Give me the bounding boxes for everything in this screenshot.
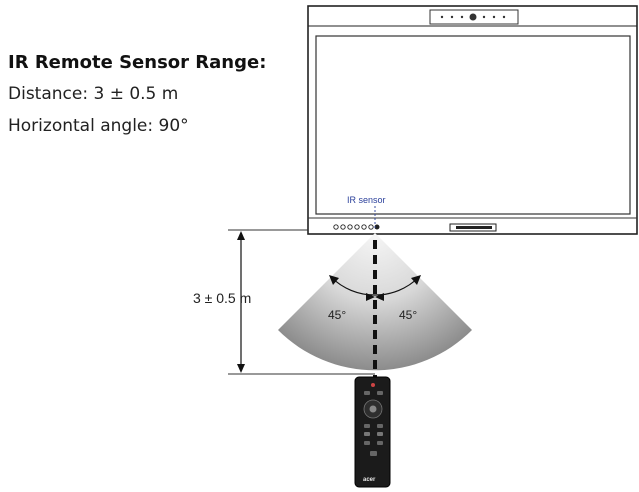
distance-value: 3 ± 0.5 m [93,84,179,104]
distance-annotation: 3 ± 0.5 m [193,290,252,306]
ir-sensor-icon [333,224,380,230]
distance-label: Distance: [8,84,89,104]
angle-label: Horizontal angle: [8,116,154,136]
spec-title: IR Remote Sensor Range: [8,52,267,73]
remote-brand-label: acer [363,477,376,483]
angle-left-label: 45° [328,308,347,322]
angle-right-label: 45° [399,308,418,322]
angle-value: 90° [158,116,189,136]
monitor-icon [307,5,638,235]
angle-spec: Horizontal angle: 90° [8,116,189,136]
remote-control-icon [354,376,391,488]
ir-sensor-label: IR sensor [347,195,386,205]
distance-spec: Distance: 3 ± 0.5 m [8,84,178,104]
